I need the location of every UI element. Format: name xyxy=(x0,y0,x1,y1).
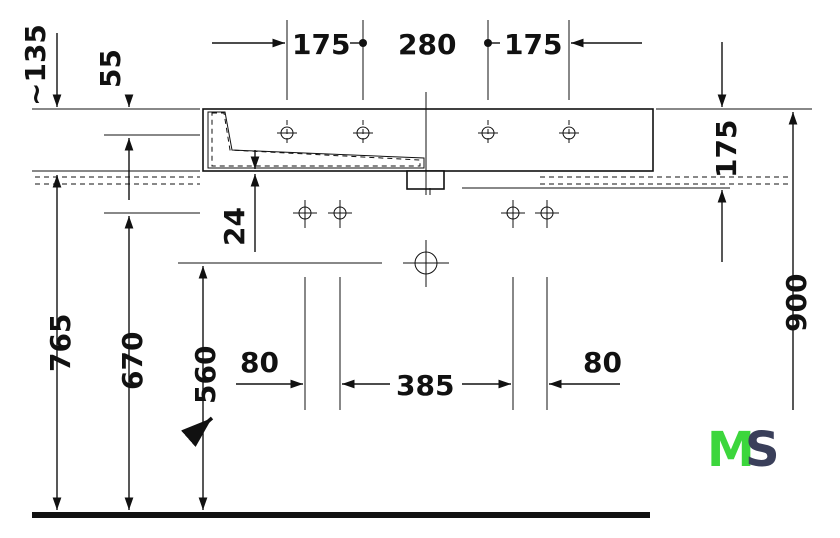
dim-left-670: 670 xyxy=(116,332,149,390)
dimension-arrows xyxy=(52,33,798,510)
dim-bottom-385: 385 xyxy=(396,369,454,402)
dim-left-765: 765 xyxy=(44,314,77,372)
dim-left-560: 560 xyxy=(189,346,222,404)
washbasin-outline xyxy=(202,92,654,195)
dim-top-175-left: 175 xyxy=(292,28,350,61)
logo-letter-m: M xyxy=(707,422,755,478)
logo-letter-s: S xyxy=(745,422,780,478)
dim-top-55: 55 xyxy=(94,49,127,88)
tap-hole-1 xyxy=(277,120,297,147)
reference-lines xyxy=(32,20,812,410)
dim-right-900: 900 xyxy=(780,274,813,332)
ms-logo: M S xyxy=(707,422,780,478)
dim-bottom-80-right: 80 xyxy=(583,346,622,379)
dim-top-280: 280 xyxy=(398,28,456,61)
tap-hole-2 xyxy=(353,120,373,147)
tap-hole-4 xyxy=(559,120,579,147)
dim-top-left-135: ~135 xyxy=(19,24,52,106)
dim-bottom-80-left: 80 xyxy=(240,346,279,379)
tap-hole-3 xyxy=(478,120,498,147)
drain-marker xyxy=(403,240,449,287)
tap-hole-markers xyxy=(277,120,579,147)
wall-fixing-markers xyxy=(293,200,559,228)
dim-mid-24: 24 xyxy=(218,207,251,246)
dim-top-175-right: 175 xyxy=(504,28,562,61)
dim-right-175: 175 xyxy=(710,120,743,178)
